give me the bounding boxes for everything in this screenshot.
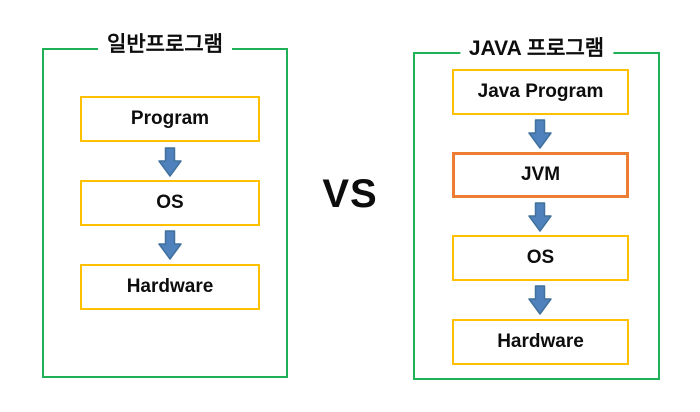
hardware-box: Hardware (452, 319, 629, 365)
java-program-panel-title: JAVA 프로그램 (459, 37, 614, 60)
down-arrow-icon (528, 285, 552, 315)
java-program-box: Java Program (452, 69, 629, 115)
jvm-box-label: JVM (520, 164, 561, 185)
java-program-panel: JAVA 프로그램 Java Program JVM OS Hardware (413, 37, 660, 380)
os-box: OS (452, 235, 629, 281)
vs-label: VS (322, 172, 378, 216)
general-program-panel-title: 일반프로그램 (98, 33, 232, 56)
jvm-box: JVM (452, 152, 629, 198)
down-arrow-icon (528, 119, 552, 149)
hardware-box-label: Hardware (126, 276, 214, 297)
program-box: Program (80, 96, 260, 142)
down-arrow-icon (158, 230, 182, 260)
os-box-label: OS (526, 247, 555, 268)
general-program-panel: 일반프로그램 Program OS Hardware (42, 33, 288, 378)
hardware-box: Hardware (80, 264, 260, 310)
os-box-label: OS (156, 192, 184, 213)
down-arrow-icon (158, 147, 182, 177)
os-box: OS (80, 180, 260, 226)
program-box-label: Program (130, 108, 210, 129)
hardware-box-label: Hardware (497, 331, 584, 352)
java-program-box-label: Java Program (477, 81, 604, 102)
down-arrow-icon (528, 202, 552, 232)
